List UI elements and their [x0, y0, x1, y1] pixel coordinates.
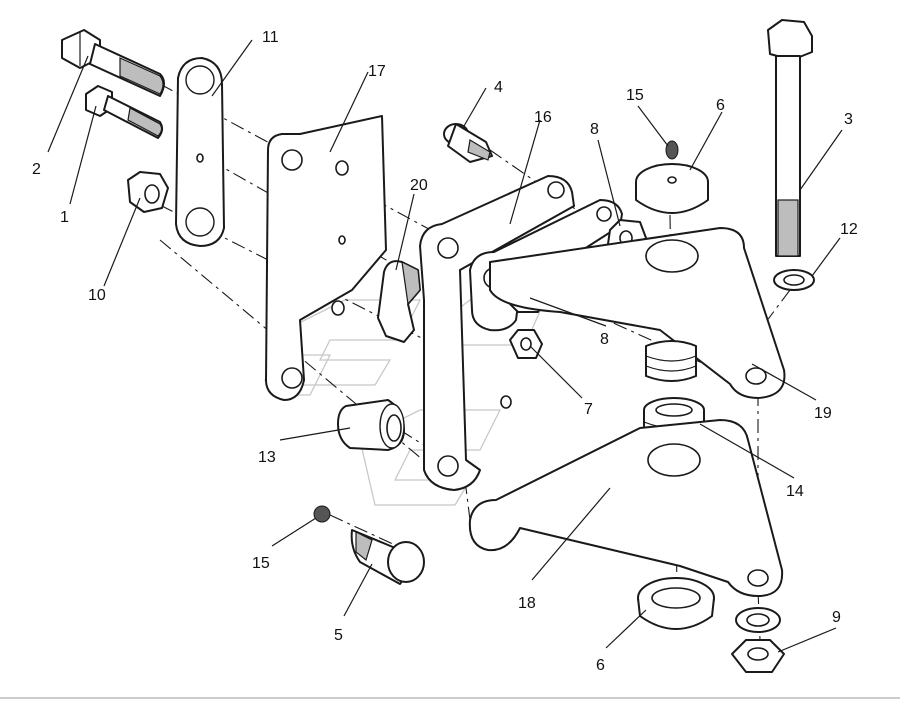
arm-18	[468, 419, 784, 597]
washer-9	[735, 607, 781, 633]
callout-leaders	[47, 39, 843, 653]
callout-7: 7	[584, 401, 593, 418]
arm-19	[489, 227, 786, 399]
callout-15-upper: 15	[626, 87, 644, 104]
bolt-large	[61, 29, 165, 97]
callout-13: 13	[258, 449, 276, 466]
pin-5	[350, 529, 425, 585]
callout-16: 16	[534, 109, 552, 126]
cap-nut-6-lower	[637, 577, 715, 630]
bolt-small	[85, 85, 164, 139]
callout-4: 4	[494, 79, 503, 96]
callout-3: 3	[844, 111, 853, 128]
callout-6-upper: 6	[716, 97, 725, 114]
grease-nipple-15-lower	[313, 505, 331, 523]
cap-nut-6-upper	[635, 163, 709, 214]
callout-1: 1	[60, 209, 69, 226]
callout-11: 11	[262, 29, 279, 46]
bracket-16	[419, 175, 575, 491]
nut-7	[509, 329, 543, 359]
callout-15-lower: 15	[252, 555, 270, 572]
callout-18: 18	[518, 595, 536, 612]
callout-labels: 11 17 4 16 8 15 6 3 12 2 1 10 20 13 8 7 …	[32, 29, 858, 674]
callout-17: 17	[368, 63, 386, 80]
spring-bushing	[645, 340, 697, 382]
wedge-block-20	[377, 260, 421, 343]
callout-14: 14	[786, 483, 804, 500]
bracket-plate-17	[265, 115, 387, 401]
link-plate-11	[175, 57, 225, 247]
callout-19: 19	[814, 405, 832, 422]
washer-12	[773, 269, 815, 291]
grease-nipple-15-upper	[665, 140, 679, 160]
callout-9: 9	[832, 609, 841, 626]
nut-10	[127, 171, 169, 213]
long-bolt-3	[767, 19, 813, 257]
nut-9	[731, 639, 785, 673]
callout-2: 2	[32, 161, 41, 178]
callout-5: 5	[334, 627, 343, 644]
pin-4	[443, 123, 493, 163]
callout-20: 20	[410, 177, 428, 194]
callout-12: 12	[840, 221, 858, 238]
bushing-13	[337, 399, 405, 451]
callout-6-lower: 6	[596, 657, 605, 674]
callout-10: 10	[88, 287, 106, 304]
callout-8-upper: 8	[590, 121, 599, 138]
callout-8-lower: 8	[600, 331, 609, 348]
